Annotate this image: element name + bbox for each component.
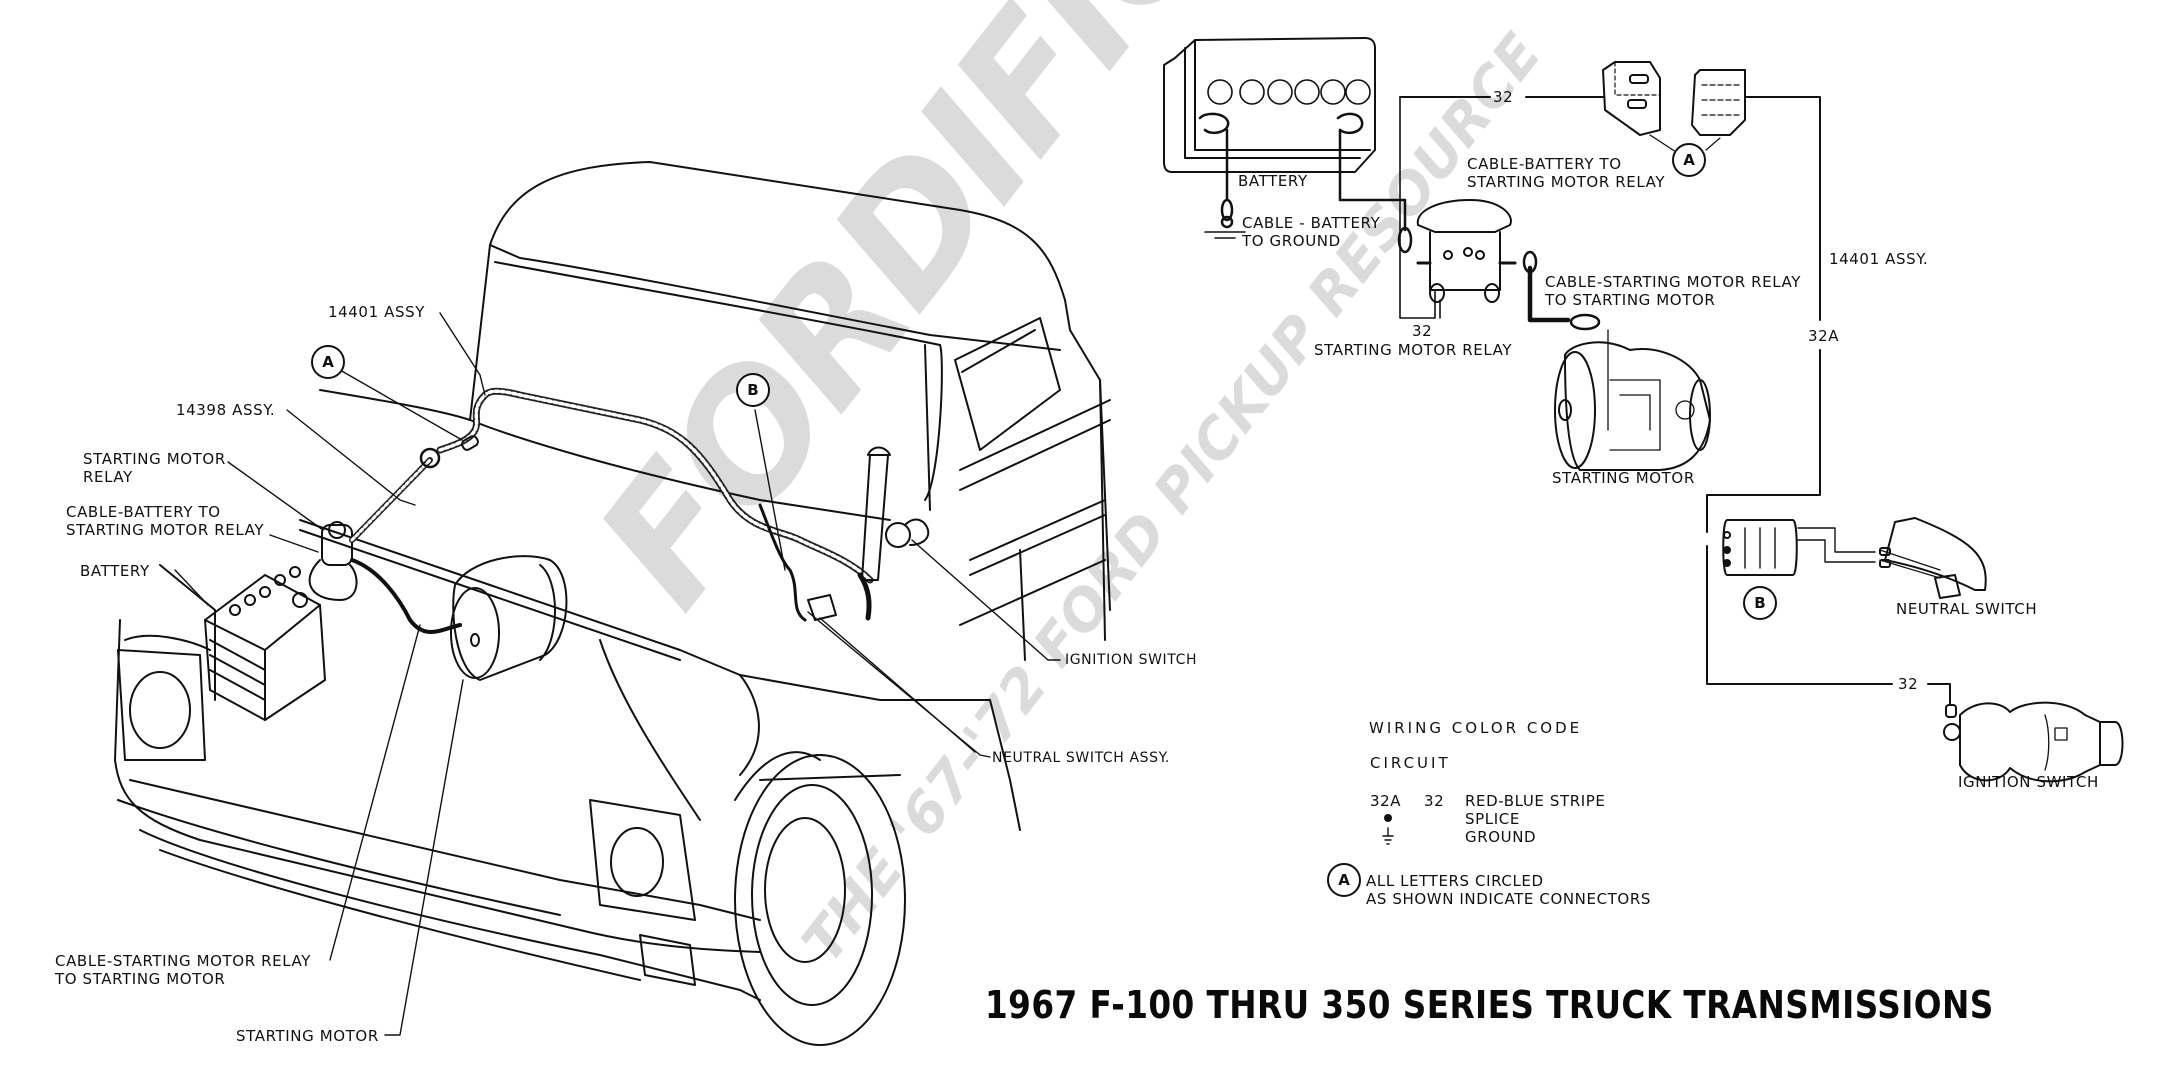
schematic-neutral-switch	[1879, 517, 1987, 599]
circuit-label-relay: 32	[1412, 322, 1433, 340]
schematic-label-ignition-switch: IGNITION SWITCH	[1958, 773, 2099, 791]
leader-lines	[174, 312, 1061, 1036]
label-starting-motor-relay: STARTING MOTOR RELAY	[83, 450, 226, 486]
schematic-connector-b	[1722, 519, 1876, 576]
schematic-label-starting-motor-relay: STARTING MOTOR RELAY	[1314, 341, 1513, 359]
label-cable-battery-relay: CABLE-BATTERY TO STARTING MOTOR RELAY	[66, 503, 265, 539]
schematic-label-14401-assy: 14401 ASSY.	[1829, 250, 1929, 268]
legend-circuit-32a: 32A	[1370, 792, 1402, 810]
ground-symbol	[1382, 827, 1394, 845]
truck-relay	[308, 521, 358, 601]
schematic-cables	[1204, 128, 1601, 331]
legend-circuit-heading: CIRCUIT	[1370, 754, 1451, 772]
label-ignition-switch: IGNITION SWITCH	[1065, 652, 1198, 668]
circuit-label-top: 32	[1493, 88, 1514, 106]
schematic-connector-b-marker: B	[1743, 586, 1777, 620]
label-14401-assy: 14401 ASSY	[328, 303, 425, 321]
schematic-connector-a	[1602, 61, 1746, 153]
splice-symbol	[1384, 814, 1392, 822]
schematic-label-neutral-switch: NEUTRAL SWITCH	[1896, 600, 2038, 618]
schematic-relay	[1399, 96, 1517, 319]
legend-heading: WIRING COLOR CODE	[1369, 719, 1583, 737]
label-cable-relay-motor: CABLE-STARTING MOTOR RELAY TO STARTING M…	[55, 952, 311, 988]
schematic-battery	[1163, 37, 1376, 173]
circuit-label-ignition: 32	[1898, 675, 1919, 693]
schematic-label-cable-ground: CABLE - BATTERY TO GROUND	[1242, 214, 1381, 250]
legend-connector-marker: A	[1327, 863, 1361, 897]
wiring-harness	[349, 387, 930, 634]
label-battery: BATTERY	[80, 562, 150, 580]
circuit-label-vertical: 32A	[1808, 327, 1840, 345]
truck-starter	[450, 555, 568, 681]
schematic-label-cable-battery-relay: CABLE-BATTERY TO STARTING MOTOR RELAY	[1467, 155, 1666, 191]
schematic-label-battery: BATTERY	[1238, 172, 1308, 190]
label-starting-motor: STARTING MOTOR	[236, 1027, 379, 1045]
schematic-ignition-switch	[1943, 701, 2124, 783]
truck-body	[114, 161, 1111, 1046]
legend-row-ground: GROUND	[1465, 828, 1537, 846]
schematic-bus-wire	[1399, 96, 1951, 706]
schematic-connector-a-marker: A	[1672, 143, 1706, 177]
connector-b-marker: B	[736, 373, 770, 407]
label-14398-assy: 14398 ASSY.	[176, 401, 276, 419]
label-neutral-switch-assy: NEUTRAL SWITCH ASSY.	[992, 750, 1170, 766]
schematic-starter	[1554, 329, 1711, 471]
truck-battery	[204, 566, 326, 721]
legend-circuit-32: 32	[1424, 792, 1445, 810]
schematic-label-cable-relay-motor: CABLE-STARTING MOTOR RELAY TO STARTING M…	[1545, 273, 1801, 309]
legend-connector-note: ALL LETTERS CIRCLED AS SHOWN INDICATE CO…	[1366, 872, 1651, 908]
page-title: 1967 F-100 THRU 350 SERIES TRUCK TRANSMI…	[985, 983, 1994, 1027]
connector-a-marker: A	[311, 345, 345, 379]
legend-row-color: RED-BLUE STRIPE	[1465, 792, 1606, 810]
schematic-label-starting-motor: STARTING MOTOR	[1552, 469, 1695, 487]
legend-row-splice: SPLICE	[1465, 810, 1520, 828]
